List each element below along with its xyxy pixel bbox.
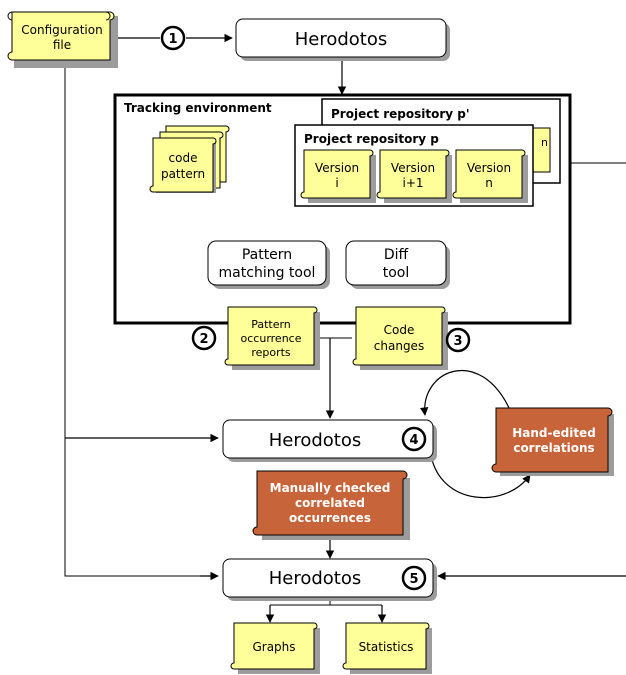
herodotos-bottom-box: Herodotos xyxy=(222,558,437,601)
diff-tool-line2: tool xyxy=(383,265,410,281)
diff-tool-line1: Diff xyxy=(384,247,409,263)
step-5-badge: 5 xyxy=(401,565,427,591)
version-i-scroll: Version i xyxy=(300,149,376,203)
project-repo-p-label: Project repository p xyxy=(304,132,439,146)
version-n-scroll: Version n xyxy=(452,149,528,203)
herodotos-top-label: Herodotos xyxy=(295,29,388,50)
code-pattern-line1: code xyxy=(169,151,198,165)
manually-checked-scroll: Manually checked correlated occurrences xyxy=(252,470,410,540)
statistics-label: Statistics xyxy=(359,640,414,654)
hand-edited-line2: correlations xyxy=(513,441,594,455)
code-changes-line1: Code xyxy=(384,323,415,337)
version-i1-line2: i+1 xyxy=(402,176,423,190)
herodotos-mid-box: Herodotos xyxy=(222,419,437,462)
hidden-version-glyph: n xyxy=(541,136,548,149)
code-changes-scroll: Code changes xyxy=(352,306,448,370)
project-repo-p-prime-label: Project repository p' xyxy=(331,107,470,121)
code-changes-line2: changes xyxy=(374,339,424,353)
hand-edited-scroll: Hand-edited correlations xyxy=(491,407,614,476)
version-i1-line1: Version xyxy=(391,161,435,175)
code-pattern-scroll: code pattern xyxy=(149,125,230,193)
step-5-label: 5 xyxy=(409,572,418,587)
step-3-badge: 3 xyxy=(445,327,471,353)
reports-line3: reports xyxy=(251,346,291,359)
checked-line3: occurrences xyxy=(289,511,371,525)
pattern-tool-line1: Pattern xyxy=(242,247,292,263)
herodotos-mid-label: Herodotos xyxy=(269,430,362,451)
pattern-occurrence-reports-scroll: Pattern occurrence reports xyxy=(224,306,320,370)
edge-loop-out xyxy=(430,454,531,499)
graphs-scroll: Graphs xyxy=(230,622,320,674)
pattern-matching-tool-box: Pattern matching tool xyxy=(207,240,330,289)
statistics-scroll: Statistics xyxy=(342,622,432,674)
version-i-line1: Version xyxy=(315,161,359,175)
reports-line2: occurrence xyxy=(241,332,302,345)
herodotos-bottom-label: Herodotos xyxy=(269,568,362,589)
step-2-label: 2 xyxy=(199,332,208,347)
checked-line1: Manually checked xyxy=(270,481,391,495)
config-line2: file xyxy=(53,38,71,52)
code-pattern-line2: pattern xyxy=(161,167,205,181)
version-i-line2: i xyxy=(335,176,338,190)
step-2-badge: 2 xyxy=(191,325,217,351)
edge-loop-in xyxy=(420,369,511,416)
step-1-label: 1 xyxy=(168,32,177,47)
step-4-label: 4 xyxy=(409,433,418,448)
herodotos-top-box: Herodotos xyxy=(235,18,450,61)
version-n-line2: n xyxy=(485,176,493,190)
hand-edited-line1: Hand-edited xyxy=(512,426,596,440)
graphs-label: Graphs xyxy=(252,640,295,654)
checked-line2: correlated xyxy=(295,496,365,510)
edge-config-down xyxy=(64,62,218,577)
config-line1: Configuration xyxy=(21,23,102,37)
reports-line1: Pattern xyxy=(251,318,291,331)
version-i1-scroll: Version i+1 xyxy=(376,149,452,203)
step-3-label: 3 xyxy=(453,334,462,349)
tracking-environment-label: Tracking environment xyxy=(124,101,272,115)
step-1-badge: 1 xyxy=(160,25,186,51)
diff-tool-box: Diff tool xyxy=(345,240,450,289)
configuration-file-scroll: Configuration file xyxy=(7,11,118,68)
step-4-badge: 4 xyxy=(401,426,427,452)
version-n-line1: Version xyxy=(467,161,511,175)
pattern-tool-line2: matching tool xyxy=(219,265,316,281)
